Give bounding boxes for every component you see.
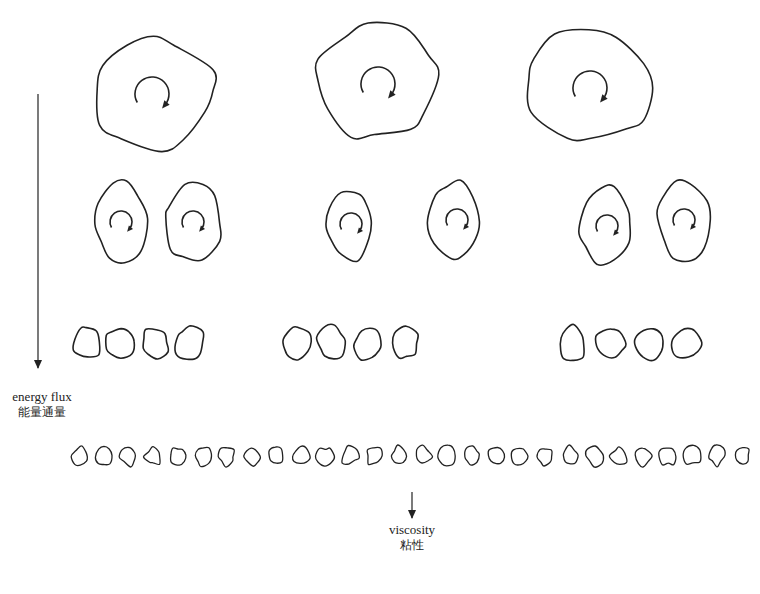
eddy-outline bbox=[427, 180, 479, 260]
rotation-arrowhead bbox=[357, 227, 363, 233]
eddy-outline bbox=[119, 447, 135, 467]
energy-flux-arrow bbox=[37, 94, 38, 368]
rotation-arrow bbox=[573, 71, 607, 99]
eddy-outline bbox=[672, 328, 702, 357]
eddy-outline bbox=[283, 327, 311, 360]
eddy-outline bbox=[586, 446, 604, 467]
eddy-outline bbox=[438, 445, 455, 466]
eddy-outline bbox=[635, 448, 652, 467]
eddy-outline bbox=[315, 22, 438, 139]
rotation-arrowhead bbox=[463, 223, 469, 229]
eddy-outline bbox=[143, 329, 168, 359]
eddy-outline bbox=[511, 449, 528, 465]
eddy-outline bbox=[175, 326, 204, 360]
eddy-group bbox=[71, 22, 749, 467]
eddy-outline bbox=[166, 182, 221, 261]
rotation-arrowhead bbox=[613, 229, 619, 235]
axis-label: viscosity bbox=[389, 522, 435, 537]
eddy-outline bbox=[71, 446, 87, 466]
eddy-outline bbox=[73, 327, 100, 357]
eddy-outline bbox=[218, 448, 234, 468]
axis-label: energy flux bbox=[12, 389, 71, 404]
rotation-arrowhead bbox=[690, 223, 696, 229]
axis-label: 粘性 bbox=[400, 538, 424, 553]
eddy-outline bbox=[315, 448, 334, 466]
rotation-arrowhead bbox=[600, 94, 608, 102]
eddy-outline bbox=[416, 445, 432, 463]
rotation-arrowhead bbox=[388, 90, 396, 98]
eddy-outline bbox=[683, 445, 701, 464]
eddy-outline bbox=[354, 328, 381, 360]
eddy-outline bbox=[95, 180, 148, 263]
eddy-outline bbox=[269, 447, 283, 463]
viscosity-arrow bbox=[411, 492, 412, 518]
eddy-outline bbox=[560, 324, 584, 360]
eddy-outline bbox=[709, 445, 725, 467]
eddy-outline bbox=[391, 445, 406, 463]
eddy-outline bbox=[171, 448, 186, 465]
eddy-outline bbox=[393, 326, 419, 358]
rotation-arrow bbox=[361, 67, 395, 95]
eddy-outline bbox=[634, 329, 663, 361]
eddy-outline bbox=[317, 324, 346, 359]
eddy-outline bbox=[367, 447, 382, 464]
eddy-outline bbox=[195, 447, 211, 466]
eddy-outline bbox=[657, 180, 710, 262]
rotation-arrow bbox=[135, 77, 169, 105]
eddy-outline bbox=[342, 445, 360, 464]
eddy-outline bbox=[97, 36, 217, 151]
eddy-outline bbox=[579, 185, 631, 265]
eddy-outline bbox=[609, 447, 627, 465]
rotation-arrowhead bbox=[127, 225, 133, 231]
eddy-outline bbox=[537, 449, 552, 466]
eddy-outline bbox=[244, 448, 261, 466]
axis-label: 能量通量 bbox=[18, 405, 66, 420]
eddy-outline bbox=[527, 29, 652, 140]
eddy-outline bbox=[293, 446, 311, 463]
eddy-outline bbox=[465, 446, 480, 465]
eddy-outline bbox=[326, 192, 371, 262]
eddy-outline bbox=[659, 448, 676, 465]
eddy-outline bbox=[735, 448, 749, 465]
eddy-outline bbox=[596, 329, 627, 358]
rotation-arrowhead bbox=[199, 225, 205, 231]
eddy-outline bbox=[563, 445, 578, 464]
eddy-outline bbox=[95, 446, 112, 464]
eddy-outline bbox=[488, 447, 504, 463]
eddy-outline bbox=[143, 447, 160, 465]
eddy-outline bbox=[106, 329, 135, 359]
rotation-arrowhead bbox=[162, 100, 170, 108]
